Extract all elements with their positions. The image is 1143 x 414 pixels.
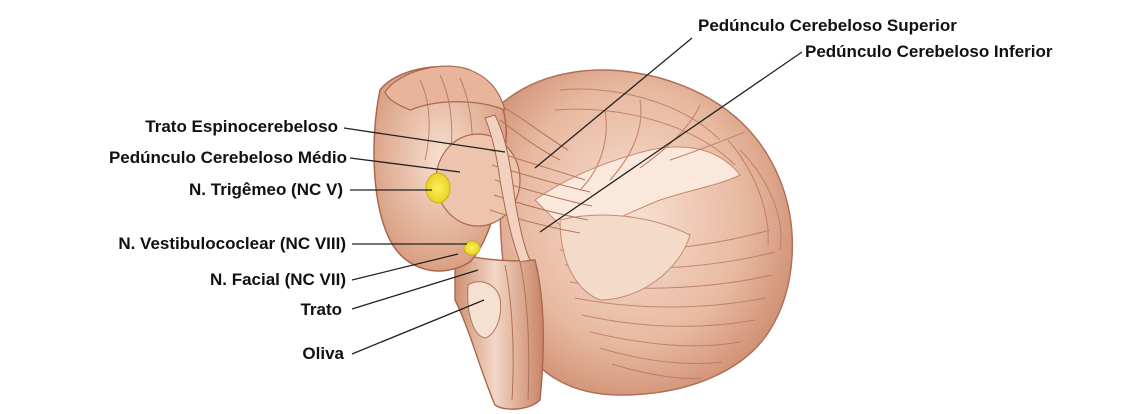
leader-olive — [352, 300, 484, 354]
label-middle-cerebellar-peduncle: Pedúnculo Cerebeloso Médio — [109, 148, 347, 168]
label-inferior-cerebellar-peduncle: Pedúnculo Cerebeloso Inferior — [805, 42, 1053, 62]
label-vestibulocochlear-nerve: N. Vestibulococlear (NC VIII) — [118, 234, 346, 254]
label-superior-cerebellar-peduncle: Pedúnculo Cerebeloso Superior — [698, 16, 957, 36]
label-tract: Trato — [300, 300, 342, 320]
label-trigeminal-nerve: N. Trigêmeo (NC V) — [189, 180, 343, 200]
label-spinocerebellar-tract: Trato Espinocerebeloso — [145, 117, 338, 137]
label-olive: Oliva — [302, 344, 344, 364]
medulla-oblongata — [455, 250, 543, 409]
label-facial-nerve: N. Facial (NC VII) — [210, 270, 346, 290]
brainstem — [455, 250, 543, 409]
trigeminal-nerve-highlight — [426, 173, 450, 203]
vestibulocochlear-nerve-highlight — [464, 241, 480, 255]
